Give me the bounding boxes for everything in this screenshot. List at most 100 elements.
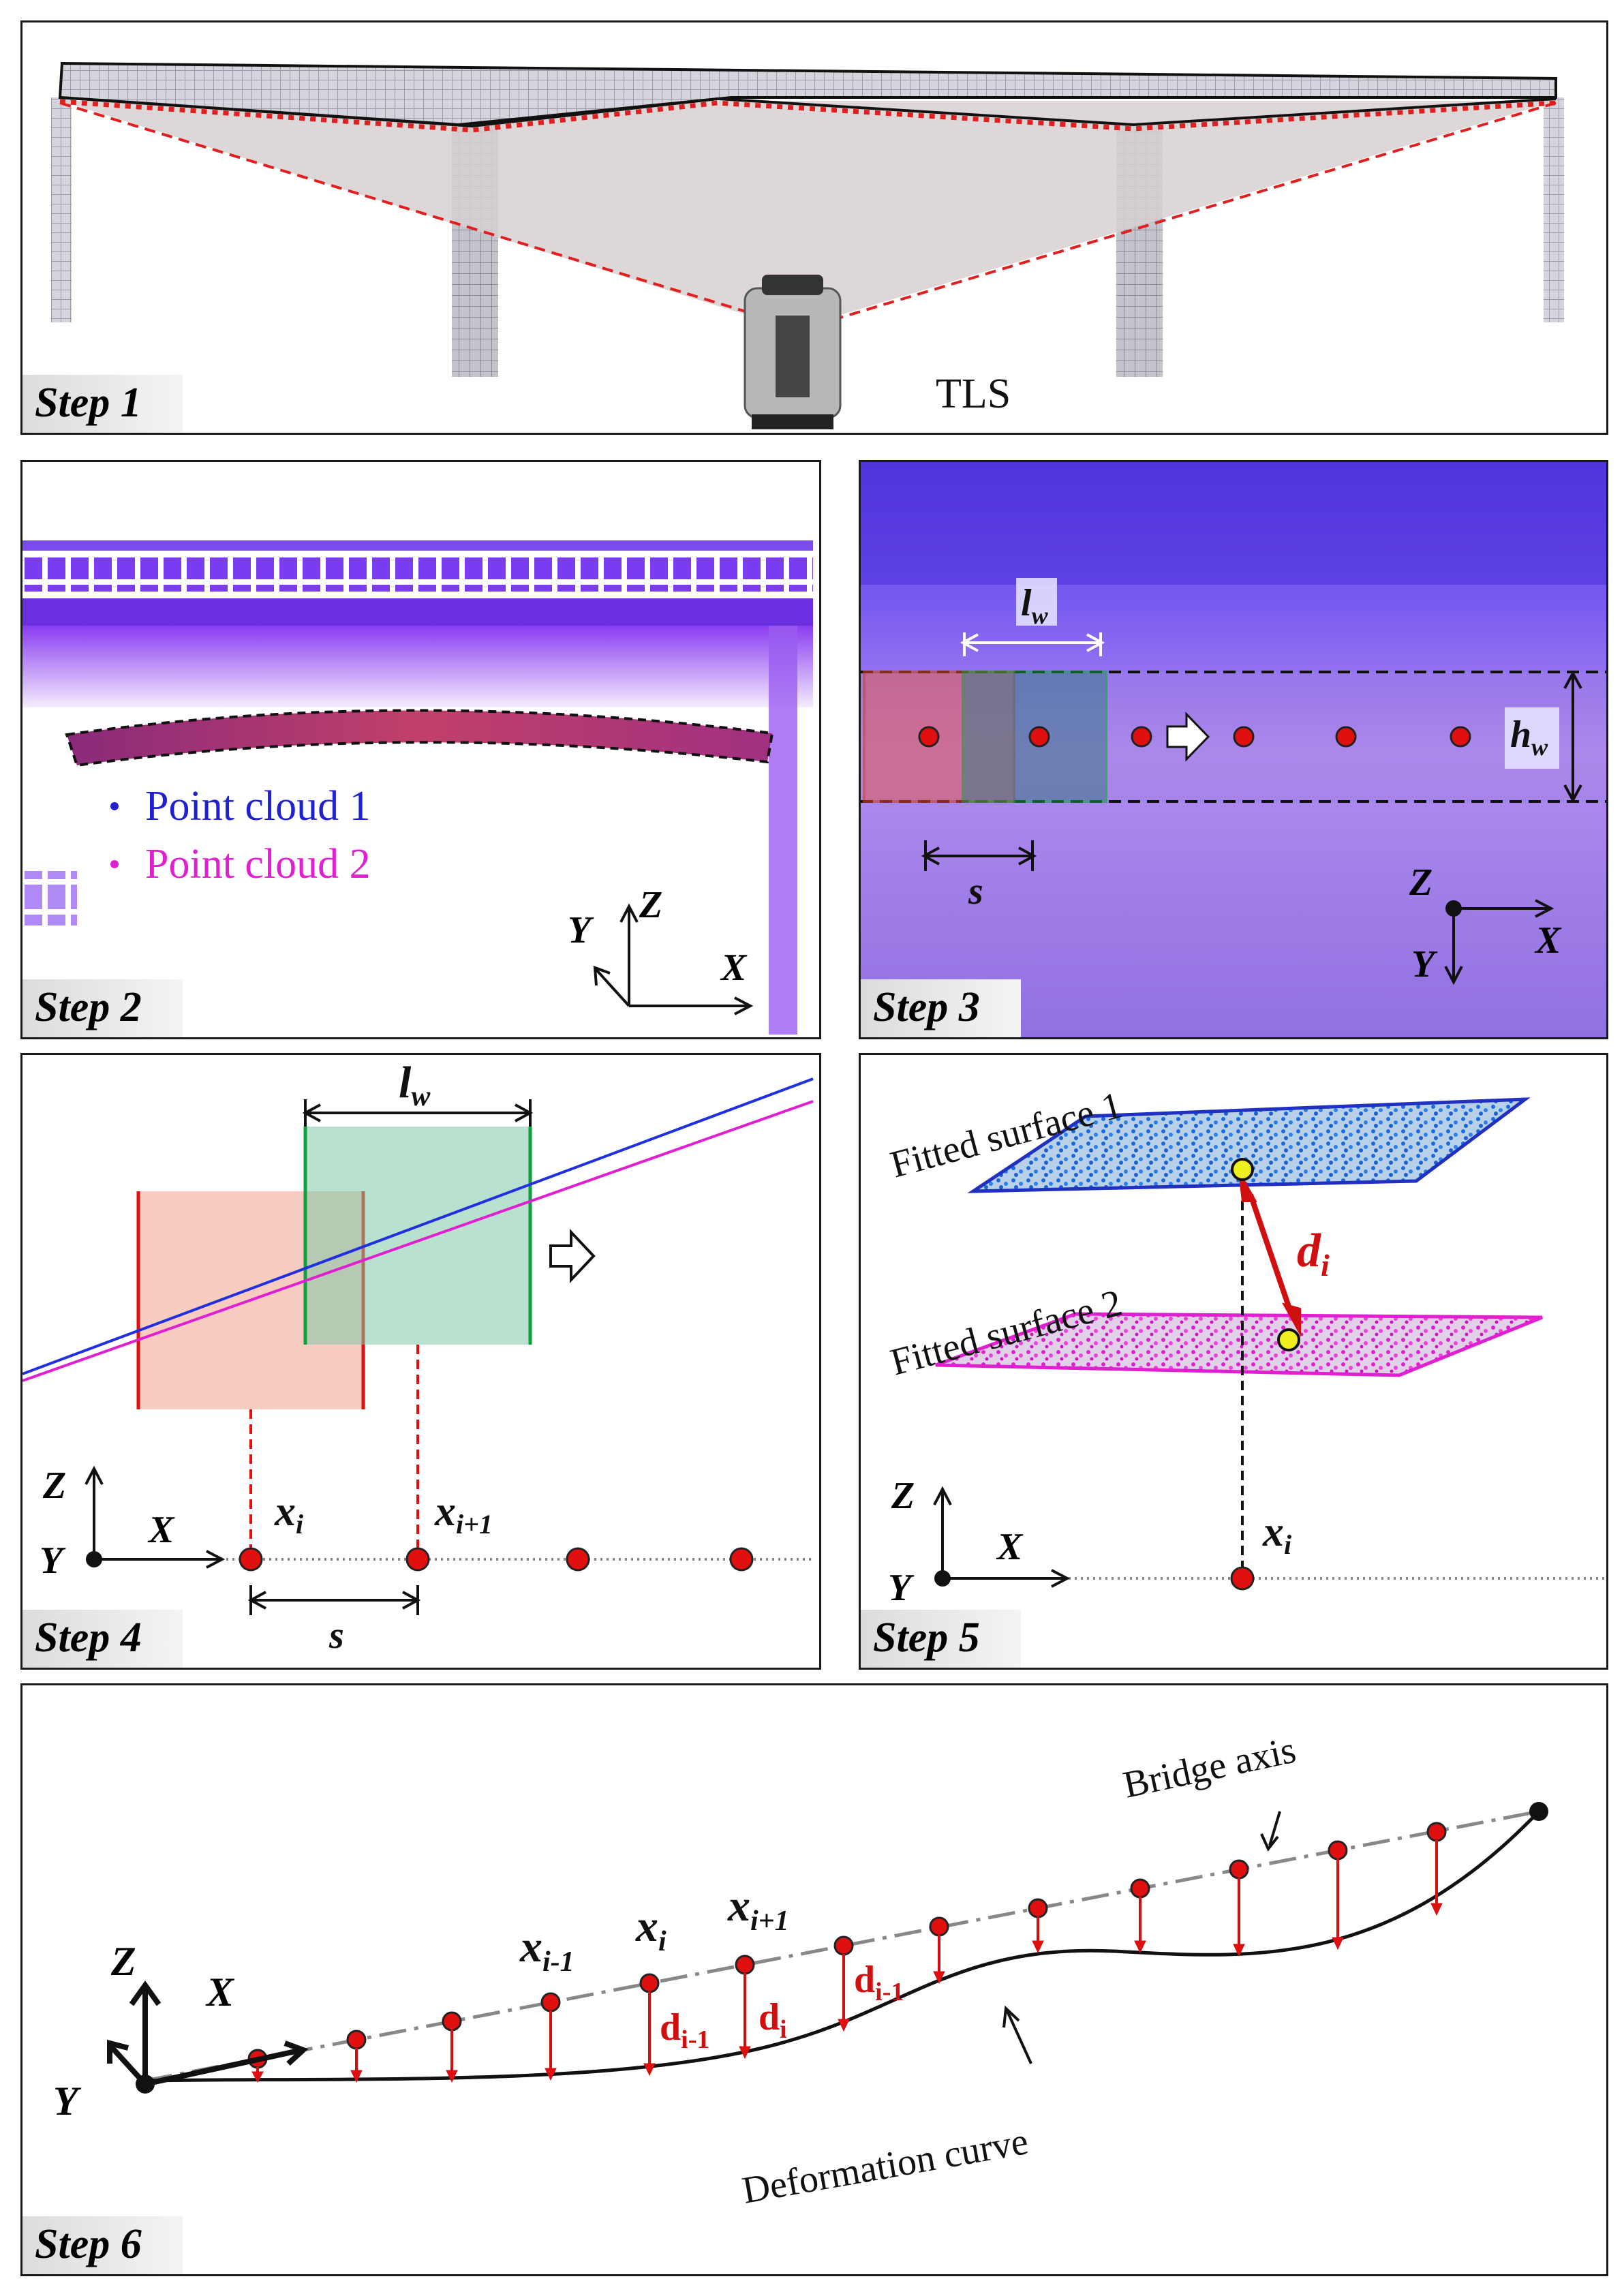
- xi-label: xi: [274, 1488, 303, 1540]
- axis-origin-dot: [136, 2075, 155, 2094]
- lw-label-bg: [1016, 578, 1057, 626]
- step1-label: Step 1: [22, 375, 183, 433]
- d-im1-label-right: di-1: [854, 1959, 904, 2006]
- axis-label-x: X: [147, 1509, 175, 1551]
- laser-scanner-icon: [744, 275, 842, 429]
- left-fence: [22, 871, 77, 925]
- bridge-axis-pointer: [1260, 1811, 1281, 1852]
- axes-step6: [107, 1980, 309, 2087]
- lw-label: lw: [399, 1058, 431, 1112]
- axis-label-y: Y: [53, 2079, 82, 2124]
- tls-label: TLS: [936, 371, 1011, 417]
- pier-1: [51, 97, 72, 322]
- deck-slab: [22, 598, 813, 626]
- axis-label-y: Y: [568, 909, 594, 951]
- bridge-axis-label: Bridge axis: [1120, 1729, 1300, 1807]
- bridge-axis-line: [144, 1809, 1539, 2083]
- axis-origin-dot: [86, 1551, 102, 1567]
- bridge-axis-end-dot: [1529, 1802, 1548, 1821]
- rail-top: [22, 540, 813, 551]
- axis-label-y: Y: [1411, 943, 1438, 985]
- step4-diagram: lw Z X Y xi xi+1 s: [22, 1058, 814, 1657]
- d-i-label: di: [759, 1996, 787, 2044]
- axis-label-z: Z: [42, 1465, 66, 1507]
- fitted-surface-1: [967, 1097, 1531, 1193]
- surface1-point: [1231, 1158, 1254, 1181]
- step2-panel: Point cloud 1 Point cloud 2 Y Z X Step 2: [20, 460, 821, 1039]
- rail-blocks: [22, 557, 813, 592]
- step4-panel: lw Z X Y xi xi+1 s Step 4: [20, 1053, 821, 1670]
- axis-label-x: X: [1534, 919, 1562, 962]
- xi1-label: xi+1: [434, 1488, 493, 1540]
- step2-diagram: Point cloud 1 Point cloud 2 Y Z X: [22, 540, 813, 1035]
- axis-label-z: Z: [639, 884, 662, 926]
- axis-label-x: X: [720, 947, 748, 989]
- step5-panel: Fitted surface 1 Fitted surface 2 di Z X…: [859, 1053, 1608, 1670]
- step1-panel: TLS Step 1: [20, 20, 1608, 435]
- hw-label-bg: [1505, 707, 1559, 769]
- d-im1-label-left: di-1: [660, 2006, 709, 2054]
- axes-step4: [85, 1465, 226, 1569]
- di-arrow: [1238, 1170, 1301, 1337]
- axis-label-z: Z: [1409, 861, 1433, 904]
- step3-diagram: lw hw s Z X Y: [861, 462, 1606, 1037]
- girder-region: [65, 709, 774, 767]
- point-cloud-2-profile: [22, 1100, 814, 1382]
- legend-point-cloud-2: Point cloud 2: [145, 841, 371, 887]
- axes-step3: [1444, 899, 1554, 985]
- lw-dimension: [960, 632, 1105, 656]
- move-arrow-icon: [1166, 711, 1210, 762]
- deformation-curve-pointer: [1002, 2005, 1032, 2064]
- hw-label: hw: [1510, 714, 1548, 761]
- legend-dot-2: [110, 860, 119, 868]
- axis-label-y: Y: [40, 1540, 66, 1582]
- s-dimension: [247, 1585, 421, 1615]
- xi1-label: xi+1: [727, 1881, 789, 1937]
- axis-label-z: Z: [110, 1939, 136, 1984]
- scan-field: [60, 101, 1556, 329]
- move-arrow-icon: [549, 1228, 596, 1284]
- hw-dimension: [1563, 670, 1582, 803]
- deck-scan-line: [59, 99, 1557, 133]
- xim1-label: xi-1: [519, 1922, 574, 1978]
- xi-label: xi: [1262, 1509, 1291, 1560]
- lw-dimension: [302, 1099, 534, 1127]
- step3-panel: lw hw s Z X Y Step 3: [859, 460, 1608, 1039]
- step5-diagram: Fitted surface 1 Fitted surface 2 di Z X…: [886, 1084, 1606, 1609]
- window-current: [305, 1127, 530, 1345]
- s-dimension: [921, 840, 1037, 871]
- step6-panel: Z X Y xi-1 xi xi+1 di-1 di di-1 Bridge a…: [20, 1683, 1608, 2276]
- deck-soffit: [59, 96, 1557, 128]
- s-label: s: [328, 1614, 344, 1657]
- step3-label: Step 3: [861, 979, 1021, 1037]
- axis-label-x: X: [205, 1970, 235, 2015]
- right-pier: [769, 626, 797, 1035]
- axis-origin-dot: [934, 1570, 951, 1587]
- step6-label: Step 6: [22, 2216, 183, 2274]
- s-label: s: [968, 870, 983, 913]
- fitted-surface-2: [935, 1312, 1543, 1377]
- legend-point-cloud-1: Point cloud 1: [145, 783, 371, 829]
- di-label: di: [1297, 1225, 1330, 1283]
- xi-point: [1230, 1566, 1255, 1591]
- axes-step2: [593, 903, 754, 1015]
- window-centers: [918, 726, 1471, 748]
- xi-label: xi: [635, 1901, 667, 1957]
- step2-label: Step 2: [22, 979, 183, 1037]
- axis-label-y: Y: [888, 1567, 915, 1609]
- scan-ray-left: [59, 102, 793, 327]
- surface2-point: [1277, 1328, 1300, 1351]
- pier-4: [1544, 97, 1564, 322]
- deck-underside: [22, 626, 813, 707]
- deformation-curve-label: Deformation curve: [739, 2120, 1031, 2212]
- point-cloud-1-profile: [22, 1077, 814, 1375]
- axes-step5: [933, 1486, 1071, 1588]
- deformation-curve: [144, 1810, 1540, 2083]
- step4-label: Step 4: [22, 1610, 183, 1668]
- axis-origin-dot: [1445, 900, 1462, 917]
- axis-label-z: Z: [891, 1475, 915, 1517]
- scan-ray-right: [812, 102, 1557, 327]
- step6-diagram: Z X Y xi-1 xi xi+1 di-1 di di-1 Bridge a…: [53, 1729, 1548, 2212]
- step1-diagram: TLS: [51, 61, 1564, 429]
- lw-label: lw: [1021, 582, 1049, 629]
